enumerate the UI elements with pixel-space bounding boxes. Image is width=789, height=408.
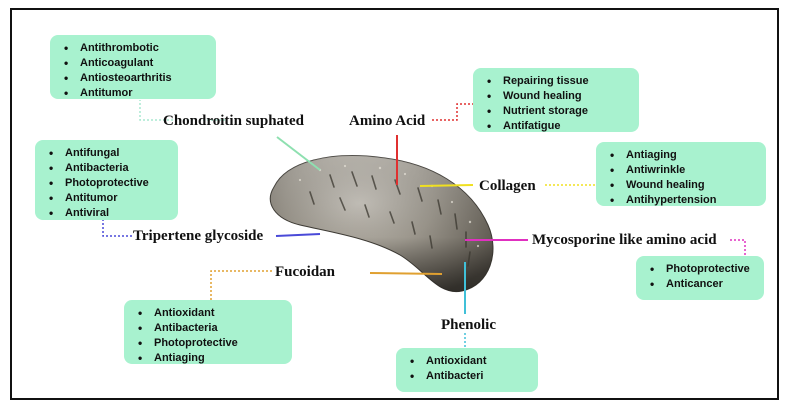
tripertene-dotted-link xyxy=(103,220,132,236)
collagen-label: Collagen xyxy=(479,177,536,195)
amino-acid-dotted-link xyxy=(432,104,473,120)
tripertene-connector xyxy=(276,234,320,236)
phenolic-label: Phenolic xyxy=(441,316,496,334)
activity-item: Antihypertension xyxy=(604,193,758,208)
tripertene-activities-box: Antifungal Antibacteria Photoprotective … xyxy=(35,140,178,220)
activity-item: Repairing tissue xyxy=(481,74,631,89)
chondroitin-activities-box: Antithrombotic Anticoagulant Antiosteoar… xyxy=(50,35,216,99)
activity-item: Photoprotective xyxy=(43,176,170,191)
activity-item: Antifatigue xyxy=(481,119,631,134)
activity-item: Antitumor xyxy=(43,191,170,206)
activity-item: Anticancer xyxy=(644,277,756,292)
activity-item: Antithrombotic xyxy=(58,41,208,56)
mycosporine-activities-box: Photoprotective Anticancer xyxy=(636,256,764,300)
activity-item: Antibacteria xyxy=(132,321,284,336)
chondroitin-label: Chondroitin suphated xyxy=(163,112,304,130)
activity-item: Wound healing xyxy=(481,89,631,104)
activity-item: Antiviral xyxy=(43,206,170,221)
amino-acid-label: Amino Acid xyxy=(349,112,425,130)
collagen-activities-box: Antiaging Antiwrinkle Wound healing Anti… xyxy=(596,142,766,206)
chondroitin-connector xyxy=(277,137,320,170)
activity-item: Antioxidant xyxy=(404,354,530,369)
activity-item: Antibacteria xyxy=(43,161,170,176)
fucoidan-dotted-link xyxy=(211,271,272,300)
activity-item: Wound healing xyxy=(604,178,758,193)
activity-item: Antitumor xyxy=(58,86,208,101)
activity-item: Photoprotective xyxy=(644,262,756,277)
collagen-connector xyxy=(420,185,473,186)
fucoidan-label: Fucoidan xyxy=(275,263,335,281)
activity-item: Antiosteoarthritis xyxy=(58,71,208,86)
tripertene-label: Tripertene glycoside xyxy=(133,227,263,245)
activity-item: Antifungal xyxy=(43,146,170,161)
activity-item: Anticoagulant xyxy=(58,56,208,71)
activity-item: Antibacteri xyxy=(404,369,530,384)
activity-item: Antiaging xyxy=(132,351,284,366)
activity-item: Antiaging xyxy=(604,148,758,163)
mycosporine-dotted-link xyxy=(730,240,745,256)
fucoidan-connector xyxy=(370,273,442,274)
activity-item: Photoprotective xyxy=(132,336,284,351)
phenolic-activities-box: Antioxidant Antibacteri xyxy=(396,348,538,392)
activity-item: Nutrient storage xyxy=(481,104,631,119)
mycosporine-label: Mycosporine like amino acid xyxy=(532,231,717,249)
fucoidan-activities-box: Antioxidant Antibacteria Photoprotective… xyxy=(124,300,292,364)
activity-item: Antioxidant xyxy=(132,306,284,321)
amino-acid-activities-box: Repairing tissue Wound healing Nutrient … xyxy=(473,68,639,132)
activity-item: Antiwrinkle xyxy=(604,163,758,178)
